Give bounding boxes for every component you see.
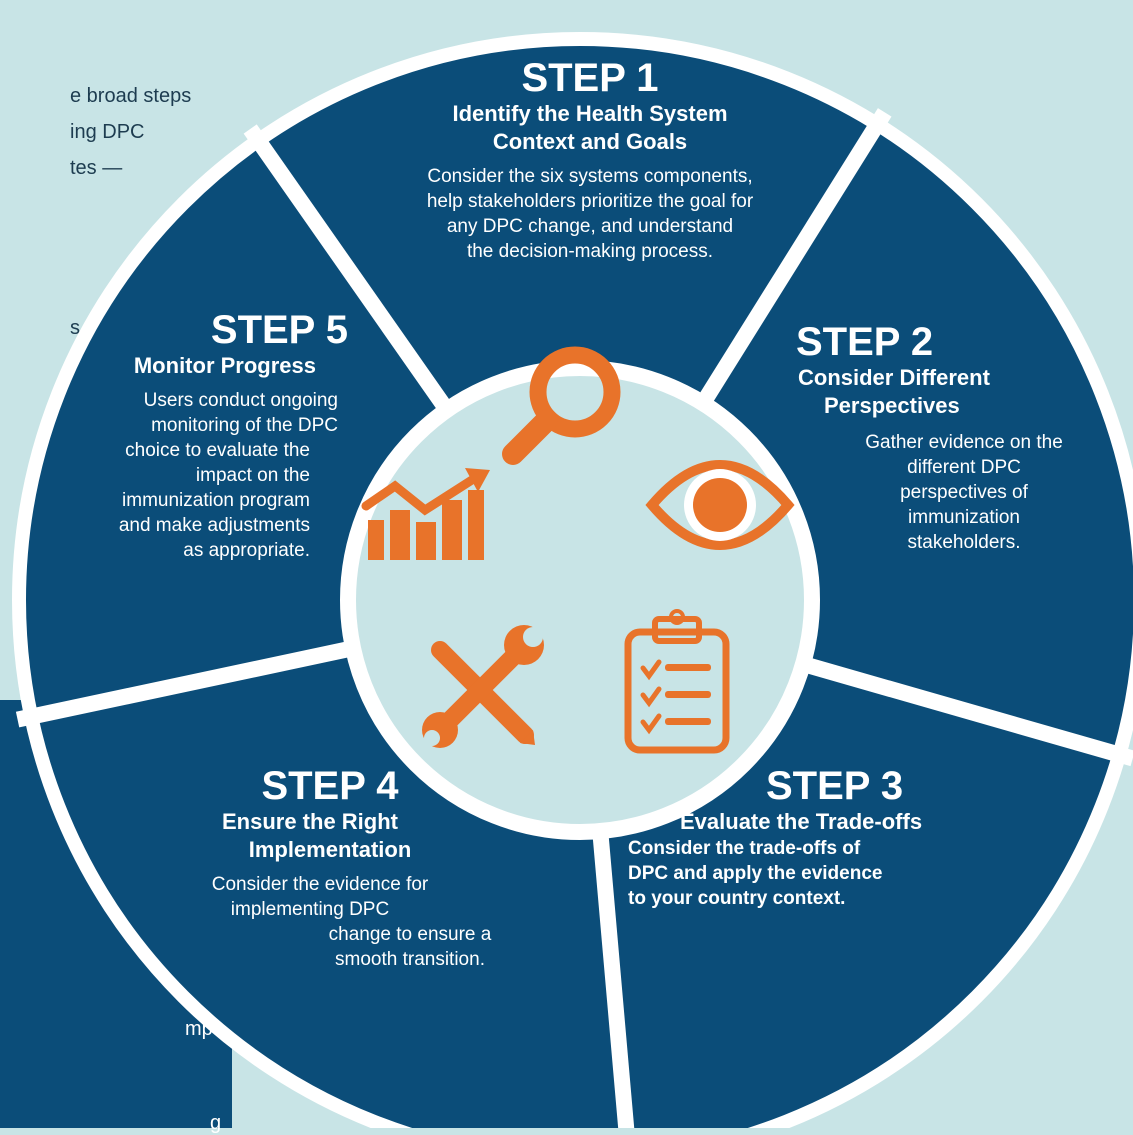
step-1-subtitle: Identify the Health System [452,101,728,126]
step-5-label: STEP 5 Monitor Progress Users conduct on… [40,308,360,563]
step-5-desc: and make adjustments [118,515,310,536]
step-2-desc: immunization [908,507,1020,528]
step-4-desc: smooth transition. [335,949,485,970]
eye-icon [645,460,795,550]
step-5-subtitle: Monitor Progress [133,353,316,378]
tools-icon [422,625,544,748]
step-3-desc: Consider the trade-offs of [628,838,861,859]
step-5-number: STEP 5 [210,308,348,352]
intro-line: ing DPC [70,121,145,143]
step-2-label: STEP 2 Consider Different Perspectives G… [780,320,1120,555]
step-3-desc: to your country context. [628,888,846,909]
step-5-desc: as appropriate. [183,540,310,561]
wheel-divider [696,108,892,408]
step-4-subtitle: Implementation [248,837,412,862]
step-5-desc: impact on the [195,465,310,486]
step-1-desc: any DPC change, and understand [446,216,734,237]
step-2-desc: stakeholders. [907,532,1021,553]
step-2-desc: Gather evidence on the [865,432,1063,453]
step-5-desc: monitoring of the DPC [151,415,338,436]
step-2-number: STEP 2 [796,320,934,364]
step-1-desc: the decision-making process. [466,241,714,262]
intro-line: e broad steps [70,85,192,107]
step-2-desc: perspectives of [900,482,1028,503]
step-4-label: STEP 4 Ensure the Right Implementation C… [150,764,510,972]
step-4-number: STEP 4 [261,764,399,808]
growth-chart-icon [361,468,490,560]
step-3-subtitle: Evaluate the Trade-offs [680,809,923,834]
step-1-label: STEP 1 Identify the Health System Contex… [380,56,800,264]
step-1-desc: help stakeholders prioritize the goal fo… [426,191,754,212]
step-2-subtitle: Consider Different [798,365,990,390]
step-3-desc: DPC and apply the evidence [628,863,883,884]
wheel-divider [592,830,635,1128]
wheel-divider [15,640,355,728]
box-line: g [210,1112,222,1134]
step-2-subtitle: Perspectives [824,393,960,418]
outer-ring [12,32,1133,1128]
step-1-desc: Consider the six systems components, [427,166,753,187]
step-4-subtitle: Ensure the Right [221,809,398,834]
wheel-divider [243,124,454,415]
wheel-divider [800,656,1133,767]
step-5-desc: Users conduct ongoing [143,390,338,411]
step-4-desc: implementing DPC [230,899,390,920]
checklist-icon [624,609,730,754]
magnifier-icon [502,346,621,465]
step-3-label: STEP 3 Evaluate the Trade-offs Consider … [610,764,970,911]
step-3-number: STEP 3 [766,764,904,808]
step-4-desc: change to ensure a [328,924,492,945]
intro-line: tes — [70,157,123,179]
step-4-desc: Consider the evidence for [211,874,429,895]
step-5-desc: choice to evaluate the [125,440,310,461]
center-circle [340,360,820,840]
step-2-desc: different DPC [907,457,1021,478]
step-1-subtitle: Context and Goals [492,129,688,154]
step-1-number: STEP 1 [521,56,659,100]
wheel-dividers [15,108,1133,1128]
step-5-desc: immunization program [122,490,310,511]
